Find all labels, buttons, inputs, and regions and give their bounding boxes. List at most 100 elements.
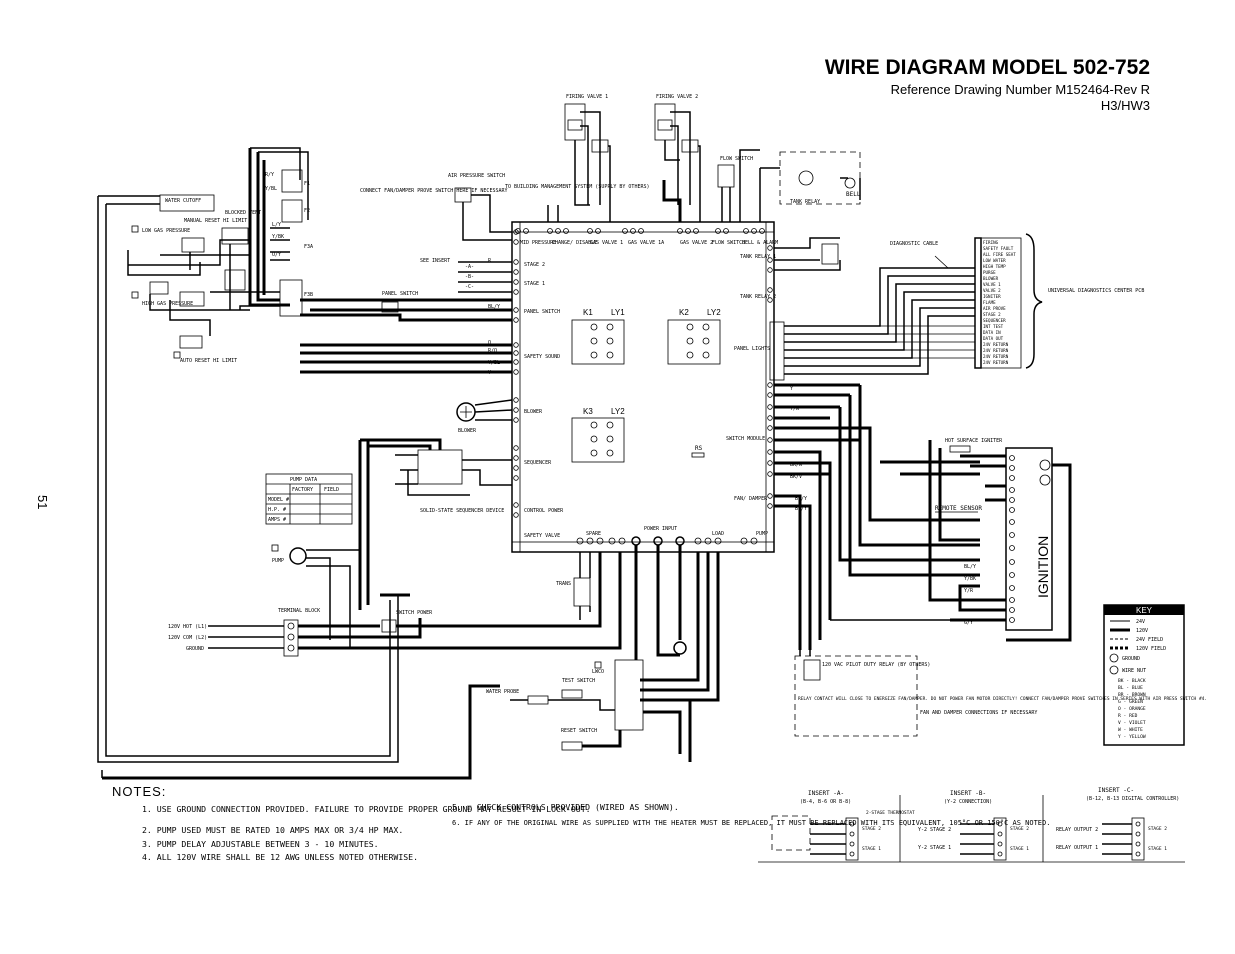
diag-row: PURGE [983, 270, 996, 275]
flow-switch-label: FLOW SWITCH [720, 156, 753, 162]
bottom-label-load: LOAD [712, 531, 724, 537]
air-pressure-label: AIR PRESSURE SWITCH [448, 173, 505, 179]
left-label-stage-2: STAGE 2 [524, 262, 545, 268]
diagram-title: WIRE DIAGRAM MODEL 502-752 [825, 56, 1150, 79]
remote-sensor: REMOTE SENSOR [935, 505, 982, 513]
control-board: MID PRESSURE CHANGE/ DISABLE GAS VALVE 1… [511, 221, 785, 553]
left-label-sequencer: SEQUENCER [524, 460, 552, 466]
svg-text:BL/Y: BL/Y [964, 564, 976, 570]
pump: PUMP [271, 544, 360, 648]
svg-text:BK/V: BK/V [790, 474, 802, 480]
insert-b-title: INSERT -B- [950, 790, 986, 797]
insert-c-label-1: RELAY OUTPUT 2 [1056, 827, 1098, 833]
key-color: Y - YELLOW [1118, 734, 1146, 740]
svg-text:G/Y: G/Y [964, 620, 973, 626]
ground-symbol-icon [1109, 653, 1119, 663]
svg-text:F3B: F3B [304, 292, 313, 298]
right-label-switch-module: SWITCH MODULE [726, 436, 765, 442]
ignition-module: IGNITION [1005, 447, 1053, 631]
diag-row: SAFETY FAULT [983, 246, 1014, 251]
header-label-change-disable: CHANGE/ DISABLE [552, 240, 597, 246]
right-label-panel-lights: PANEL LIGHTS [734, 346, 770, 352]
right-label-tank-relay-1: TANK RELAY 1 [740, 254, 776, 260]
pump-icon [289, 547, 307, 565]
relay-k1-label: K1 [583, 308, 593, 317]
terminal-block: TERMINAL BLOCK 120V HOT (L1) 120V COM (L… [168, 552, 622, 657]
bottom-label-power-input: POWER INPUT [644, 526, 677, 532]
svg-text:R/Y: R/Y [265, 172, 274, 178]
outer-wire-top [98, 195, 160, 205]
header-label-gas-valve-1: GAS VALVE 1 [590, 240, 623, 246]
left-label-control-power: CONTROL POWER [524, 508, 564, 514]
diag-row: IGNITER [983, 294, 1001, 299]
bottom-header-labels: SPARE POWER INPUT LOAD PUMP [586, 526, 768, 537]
left-label-stage-1: STAGE 1 [524, 281, 545, 287]
board-outline [511, 221, 775, 553]
header-label-mid-pressure: MID PRESSURE [520, 240, 556, 246]
left-label-safety-sound: SAFETY SOUND [524, 354, 560, 360]
left-label-safety-valve: SAFETY VALVE [524, 533, 560, 539]
key-color: BK - BLACK [1118, 678, 1146, 684]
bms-label: TO BUILDING MANAGEMENT SYSTEM (SUPPLY BY… [505, 184, 650, 190]
left-label-panel-switch: PANEL SWITCH [524, 309, 560, 315]
svg-text:Y: Y [488, 370, 491, 376]
svg-text:F2: F2 [304, 208, 310, 214]
svg-text:F1: F1 [304, 181, 310, 187]
key-color: G - GREEN [1118, 699, 1143, 705]
note-6: 6. IF ANY OF THE ORIGINAL WIRE AS SUPPLI… [452, 819, 1050, 827]
blower: BLOWER [456, 399, 513, 434]
supply-com-label: 120V COM (L2) [168, 635, 207, 641]
sequencer-label: SOLID-STATE SEQUENCER DEVICE [420, 508, 504, 514]
insert-c-stage2: STAGE 2 [1148, 826, 1167, 832]
key-ground: GROUND [1122, 656, 1140, 662]
hot-surface-igniter: HOT SURFACE IGNITER [945, 438, 1003, 453]
bms-connection: TO BUILDING MANAGEMENT SYSTEM (SUPPLY BY… [505, 184, 650, 222]
diag-row: FIRING [983, 240, 999, 245]
air-pressure-switch: AIR PRESSURE SWITCH CONNECT FAN/DAMPER P… [360, 173, 512, 241]
insert-a-stage2: STAGE 2 [862, 826, 881, 832]
pump-data-table: PUMP DATA FACTORY FIELD MODEL # H.P. # A… [265, 473, 353, 525]
outer-wire-loop [97, 196, 399, 763]
bottom-label-spare: SPARE [586, 531, 601, 537]
key-item: 24V [1136, 619, 1145, 625]
left-board-wires: SEE INSERT -A- -B- -C- R BL/Y R/O Y/BL O… [300, 258, 512, 376]
panel-switch-label: PANEL SWITCH [382, 291, 418, 297]
ignition-pins [1009, 455, 1015, 623]
bottom-label-pump: PUMP [756, 531, 768, 537]
svg-text:-C-: -C- [465, 284, 474, 290]
hot-surface-label: HOT SURFACE IGNITER [945, 438, 1003, 444]
connect-fan-note: CONNECT FAN/DAMPER PROVE SWITCH HERE IF … [360, 188, 508, 194]
flow-switch: FLOW SWITCH [717, 156, 753, 222]
header-label-gas-valve-2: GAS VALVE 2 [680, 240, 713, 246]
diag-row: 24V RETURN [983, 354, 1009, 359]
relay-ly2-label: LY2 [707, 308, 721, 317]
diag-row: AIR PROVE [983, 306, 1006, 311]
page-number: 51 [35, 495, 50, 509]
svg-text:O/Y: O/Y [272, 252, 281, 258]
wire-nut-icon [1109, 665, 1119, 675]
insert-b-sub: (Y-2 CONNECTION) [944, 799, 992, 805]
relay-box-label: 120 VAC PILOT DUTY RELAY (BY OTHERS) [822, 662, 930, 668]
switch-power-label: SWITCH POWER [396, 610, 433, 616]
water-cutoff-label: WATER CUTOFF [165, 198, 201, 204]
ground-icon [673, 641, 687, 655]
see-insert-label: SEE INSERT [420, 258, 450, 264]
diag-row: VALVE 2 [983, 288, 1001, 293]
insert-a-stage1: STAGE 1 [862, 846, 881, 852]
switch-module-wires: Y Y/W BK/W BK/V BL/Y BL/Y BL/Y Y/BK Y/R … [774, 383, 1072, 650]
transformer: TRANS [556, 552, 591, 620]
svg-text:Y/BL: Y/BL [265, 186, 277, 192]
left-label-blower: BLOWER [524, 409, 543, 415]
header-label-bell-alarm: BELL & ALARM [742, 240, 778, 246]
relay-note: RELAY CONTACT WILL CLOSE TO ENERGIZE FAN… [798, 696, 1207, 702]
relay-k2-label: K2 [679, 308, 689, 317]
diag-row: SEQUENCER [983, 318, 1006, 323]
key-color: V - VIOLET [1118, 720, 1146, 726]
diag-row: BLOWER [983, 276, 999, 281]
relay-k1: K1 LY1 [571, 308, 625, 365]
svg-text:BL/Y: BL/Y [795, 496, 807, 502]
key-item: 120V FIELD [1136, 646, 1166, 652]
switch-power: SWITCH POWER [380, 552, 602, 633]
diag-row: 24V RETURN [983, 348, 1009, 353]
